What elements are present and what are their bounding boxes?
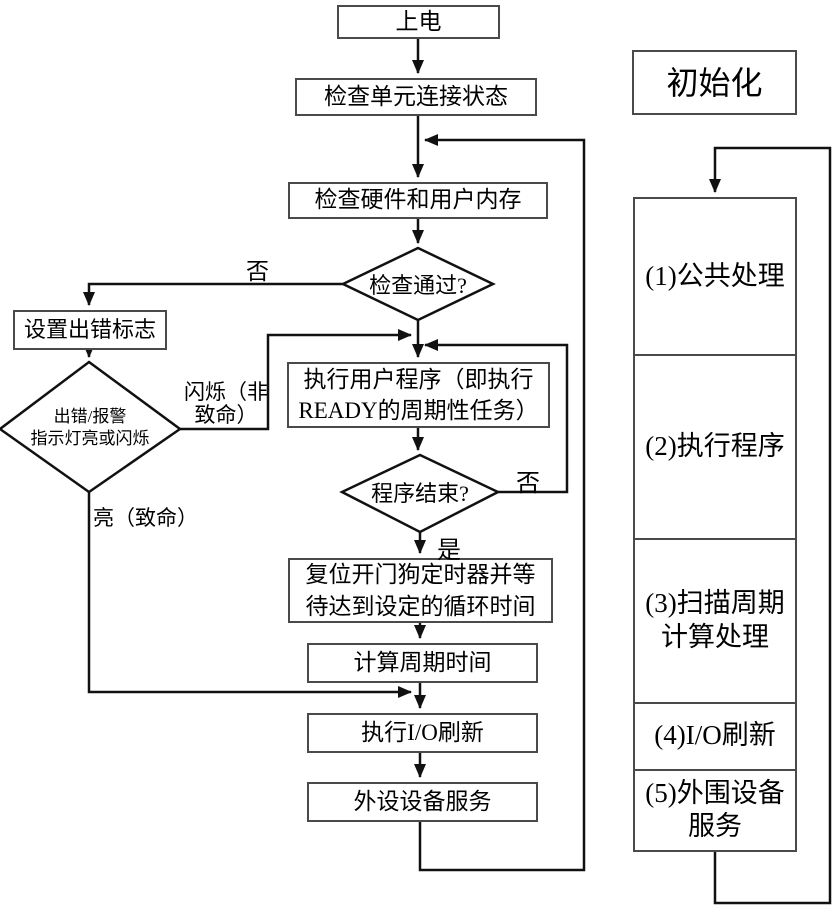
init-title-box: 初始化 bbox=[632, 50, 797, 115]
node-peripheral-service: 外设设备服务 bbox=[307, 782, 538, 822]
node-power-on: 上电 bbox=[337, 5, 500, 39]
node-run-user-program-line2: READY的周期性任务） bbox=[298, 398, 539, 423]
node-io-refresh: 执行I/O刷新 bbox=[307, 713, 538, 753]
stage-execute-program-label: (2)执行程序 bbox=[645, 431, 785, 462]
node-check-pass: 检查通过? bbox=[348, 271, 488, 298]
stage-peripheral-service: (5)外围设备 服务 bbox=[635, 768, 795, 851]
stage-peripheral-service-line1: (5)外围设备 bbox=[645, 777, 785, 808]
node-reset-watchdog-line2: 待达到设定的循环时间 bbox=[305, 593, 536, 619]
node-power-on-label: 上电 bbox=[395, 8, 442, 34]
edge-stage-cycle-loop bbox=[709, 146, 832, 905]
node-error-indicator-line1: 出错/报警 bbox=[53, 406, 127, 426]
edge-indicator-flash-return bbox=[180, 329, 412, 431]
diamond-program-end bbox=[339, 453, 501, 534]
node-calc-cycle-time: 计算周期时间 bbox=[307, 643, 538, 683]
node-set-error-flag-label: 设置出错标志 bbox=[23, 317, 156, 343]
edge-label-flash-line1: 闪烁（非 bbox=[184, 380, 268, 404]
node-error-indicator: 出错/报警 指示灯亮或闪烁 bbox=[9, 399, 171, 457]
edge-checkpass-no-to-seterror bbox=[83, 282, 343, 306]
diamond-error-indicator bbox=[0, 360, 183, 494]
stage-common-processing-label: (1)公共处理 bbox=[645, 260, 785, 291]
node-program-end: 程序结束? bbox=[350, 479, 490, 506]
stage-scan-cycle-calc: (3)扫描周期 计算处理 bbox=[635, 537, 795, 702]
edge-label-flash-line2: 致命） bbox=[194, 403, 258, 428]
node-error-indicator-line2: 指示灯亮或闪烁 bbox=[30, 429, 150, 448]
stage-scan-cycle-calc-line2: 计算处理 bbox=[661, 621, 769, 652]
node-check-unit: 检查单元连接状态 bbox=[295, 78, 537, 116]
edge-indicator-fatal-path bbox=[87, 492, 412, 698]
stage-io-refresh: (4)I/O刷新 bbox=[635, 701, 795, 769]
node-set-error-flag: 设置出错标志 bbox=[13, 310, 167, 350]
node-program-end-label: 程序结束? bbox=[371, 481, 469, 506]
stage-scan-cycle-calc-line1: (3)扫描周期 bbox=[645, 588, 785, 619]
node-run-user-program-line1: 执行用户程序（即执行 bbox=[303, 366, 534, 392]
edge-label-lit-fatal: 亮（致命） bbox=[93, 506, 198, 530]
stage-execute-program: (2)执行程序 bbox=[635, 354, 795, 538]
edge-label-flash-nonfatal: 闪烁（非 致命） bbox=[178, 380, 274, 428]
diamond-check-pass bbox=[340, 246, 496, 322]
node-check-pass-label: 检查通过? bbox=[369, 273, 467, 298]
node-calc-cycle-time-label: 计算周期时间 bbox=[353, 649, 492, 675]
edge-label-yes: 是 bbox=[437, 538, 461, 564]
node-io-refresh-label: 执行I/O刷新 bbox=[361, 719, 484, 745]
node-peripheral-service-label: 外设设备服务 bbox=[353, 788, 492, 814]
node-reset-watchdog: 复位开门狗定时器并等 待达到设定的循环时间 bbox=[288, 558, 553, 623]
stage-box: (1)公共处理 (2)执行程序 (3)扫描周期 计算处理 (4)I/O刷新 (5… bbox=[633, 197, 797, 852]
edge-programend-no-loop bbox=[424, 339, 569, 494]
node-check-memory: 检查硬件和用户内存 bbox=[288, 182, 548, 219]
node-check-memory-label: 检查硬件和用户内存 bbox=[314, 187, 522, 213]
edge-main-scan-loop bbox=[418, 134, 586, 872]
edge-label-no-right: 否 bbox=[516, 471, 540, 497]
stage-peripheral-service-line2: 服务 bbox=[688, 811, 742, 842]
init-title-label: 初始化 bbox=[666, 64, 763, 101]
stage-io-refresh-label: (4)I/O刷新 bbox=[654, 720, 776, 751]
node-check-unit-label: 检查单元连接状态 bbox=[324, 83, 508, 109]
edge-label-no-left: 否 bbox=[246, 259, 269, 284]
stage-common-processing: (1)公共处理 bbox=[635, 199, 795, 354]
node-run-user-program: 执行用户程序（即执行 READY的周期性任务） bbox=[287, 362, 550, 428]
node-reset-watchdog-line1: 复位开门狗定时器并等 bbox=[305, 562, 536, 588]
